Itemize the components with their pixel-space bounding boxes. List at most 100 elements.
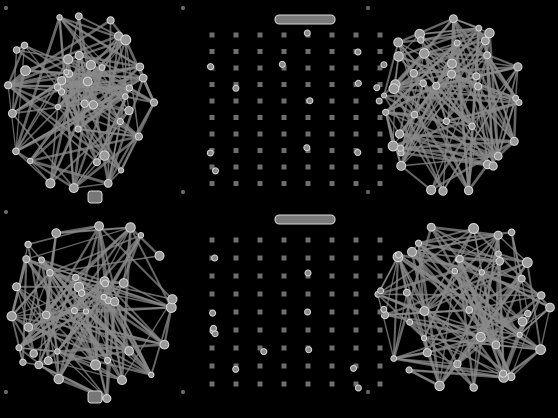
matrix-cell (233, 32, 239, 38)
matrix-marker (305, 346, 313, 354)
matrix-cell (281, 273, 287, 279)
matrix-cell (257, 255, 263, 261)
graph-edge (399, 132, 515, 143)
matrix-cell (209, 273, 215, 279)
graph-node (106, 16, 115, 25)
graph-edge (392, 226, 433, 359)
matrix-marker (210, 324, 217, 332)
graph-node (513, 62, 523, 72)
graph-node (53, 373, 64, 385)
graph-node (493, 230, 503, 240)
graph-node (27, 157, 34, 165)
graph-node (94, 221, 104, 231)
graph-edge (7, 44, 26, 86)
graph-edge (65, 71, 80, 130)
matrix-cell (209, 237, 215, 243)
graph-node (417, 36, 425, 44)
graph-node (125, 222, 136, 233)
graph-node (405, 366, 413, 374)
matrix-cell (377, 237, 383, 243)
graph-node (137, 232, 145, 239)
graph-node (480, 36, 490, 46)
graph-edge (74, 226, 132, 279)
graph-edge (526, 262, 542, 350)
matrix-cell (281, 255, 287, 261)
graph-node (88, 100, 99, 110)
graph-node (517, 274, 526, 283)
matrix-cell (329, 65, 335, 71)
graph-edge (411, 250, 542, 297)
graph-edge (456, 42, 494, 167)
graph-edge (56, 350, 123, 382)
graph-edge (469, 294, 542, 311)
graph-node (57, 88, 66, 96)
matrix-cell (377, 82, 383, 87)
graph-edge (72, 135, 140, 190)
graph-node (463, 185, 474, 196)
graph-edge (25, 258, 109, 362)
matrix-cell (353, 164, 359, 170)
graph-node (15, 344, 23, 352)
graph-node (101, 279, 109, 288)
graph-node (98, 64, 106, 71)
graph-node (134, 132, 143, 141)
graph-edge (419, 27, 479, 36)
graph-node (483, 51, 492, 60)
matrix-cell (305, 131, 311, 137)
graph-edge (383, 42, 400, 96)
matrix-cell (209, 49, 215, 54)
graph-edge (7, 70, 67, 87)
graph-node (148, 371, 155, 378)
matrix-cell (329, 164, 335, 170)
graph-edge (456, 259, 513, 378)
graph-edge (57, 282, 107, 380)
graph-node (125, 84, 134, 92)
matrix-cell (281, 381, 287, 387)
matrix-marker (354, 79, 362, 87)
graph-edge (90, 63, 155, 104)
graph-node (41, 310, 51, 320)
graph-node (124, 346, 134, 356)
graph-edge (15, 95, 126, 153)
graph-node (12, 46, 21, 54)
matrix-cell (233, 49, 239, 54)
graph-edge (123, 282, 172, 309)
graph-edge (73, 234, 142, 312)
matrix-cell (377, 148, 383, 153)
graph-edge (15, 150, 51, 184)
matrix-cell (305, 115, 311, 120)
graph-node (516, 331, 523, 338)
graph-edge (56, 86, 98, 163)
graph-node (478, 269, 485, 276)
matrix-cell (377, 345, 383, 351)
graph-edge (385, 112, 394, 147)
graph-edge (392, 144, 488, 166)
graph-node (63, 54, 74, 65)
matrix-cell (209, 32, 215, 38)
matrix-cell (377, 255, 383, 261)
graph-node (406, 318, 414, 326)
matrix-marker (211, 254, 219, 262)
matrix-cell (281, 327, 287, 333)
graph-node (387, 140, 399, 152)
graph-edge (11, 49, 18, 114)
graph-edge (113, 300, 166, 346)
graph-node (512, 94, 520, 102)
matrix-glyph (87, 190, 103, 204)
corner-mark (4, 210, 8, 214)
graph-edge (7, 84, 59, 109)
matrix-cell (257, 32, 263, 38)
graph-edge (400, 53, 425, 153)
graph-node (92, 158, 101, 167)
graph-edge (103, 280, 153, 376)
graph-node (135, 62, 145, 72)
graph-edge (393, 357, 504, 375)
matrix-cell (305, 363, 311, 369)
matrix-cell (377, 131, 383, 137)
graph-node (12, 282, 21, 292)
matrix-cell (209, 345, 215, 351)
graph-edge (497, 234, 528, 264)
graph-edge (423, 337, 541, 351)
graph-node (453, 39, 461, 47)
matrix-cell (233, 148, 239, 153)
